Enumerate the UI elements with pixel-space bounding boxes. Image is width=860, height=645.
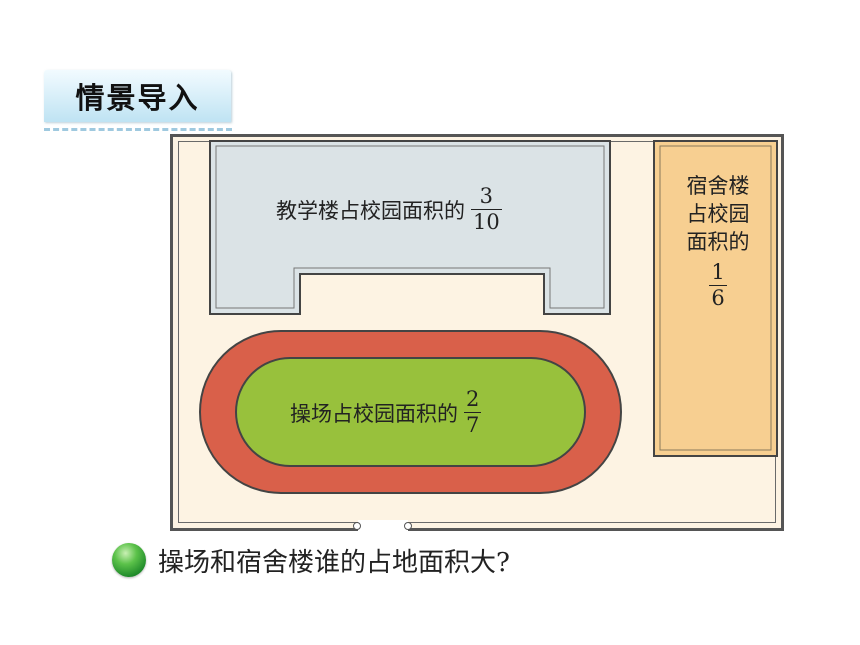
- dormitory-label-line: 面积的: [686, 230, 750, 254]
- dormitory-label: 宿舍楼 占校园 面积的 1 6: [672, 172, 764, 309]
- playground-text: 操场占校园面积的: [290, 401, 458, 426]
- teaching-building-inner-line: [215, 145, 605, 309]
- gate-post-left: [353, 522, 361, 530]
- dormitory-label-line: 占校园: [686, 202, 750, 226]
- teaching-building-fraction: 3 10: [471, 186, 502, 233]
- teaching-building-label: 教学楼占校园面积的 3 10: [276, 186, 502, 233]
- campus-gate: [358, 520, 408, 536]
- green-bullet-icon: [112, 543, 146, 577]
- teaching-building-text: 教学楼占校园面积的: [276, 198, 465, 223]
- fraction-bar: [471, 209, 502, 210]
- playground-fraction: 2 7: [464, 387, 482, 437]
- section-title: 情景导入: [75, 81, 200, 115]
- fraction-denominator: 10: [473, 210, 500, 234]
- fraction-denominator: 6: [711, 286, 725, 310]
- playground-field: [235, 357, 586, 467]
- fraction-denominator: 7: [466, 413, 480, 437]
- playground-label: 操场占校园面积的 2 7: [290, 387, 482, 437]
- question-row: 操场和宿舍楼谁的占地面积大?: [112, 540, 510, 580]
- gate-post-right: [404, 522, 412, 530]
- dormitory-label-line: 宿舍楼: [686, 174, 750, 198]
- teaching-building: [209, 140, 611, 315]
- question-text: 操场和宿舍楼谁的占地面积大?: [158, 547, 510, 578]
- dormitory-building: [653, 140, 778, 457]
- section-title-tab: 情景导入: [44, 70, 231, 122]
- dormitory-fraction: 1 6: [709, 260, 727, 310]
- fraction-bar: [709, 285, 727, 286]
- fraction-numerator: 3: [479, 184, 494, 208]
- fraction-bar: [464, 412, 482, 413]
- fraction-numerator: 2: [466, 387, 480, 411]
- dormitory-building-inner-line: [659, 145, 772, 451]
- fraction-numerator: 1: [711, 260, 725, 284]
- section-title-underline: [44, 128, 232, 131]
